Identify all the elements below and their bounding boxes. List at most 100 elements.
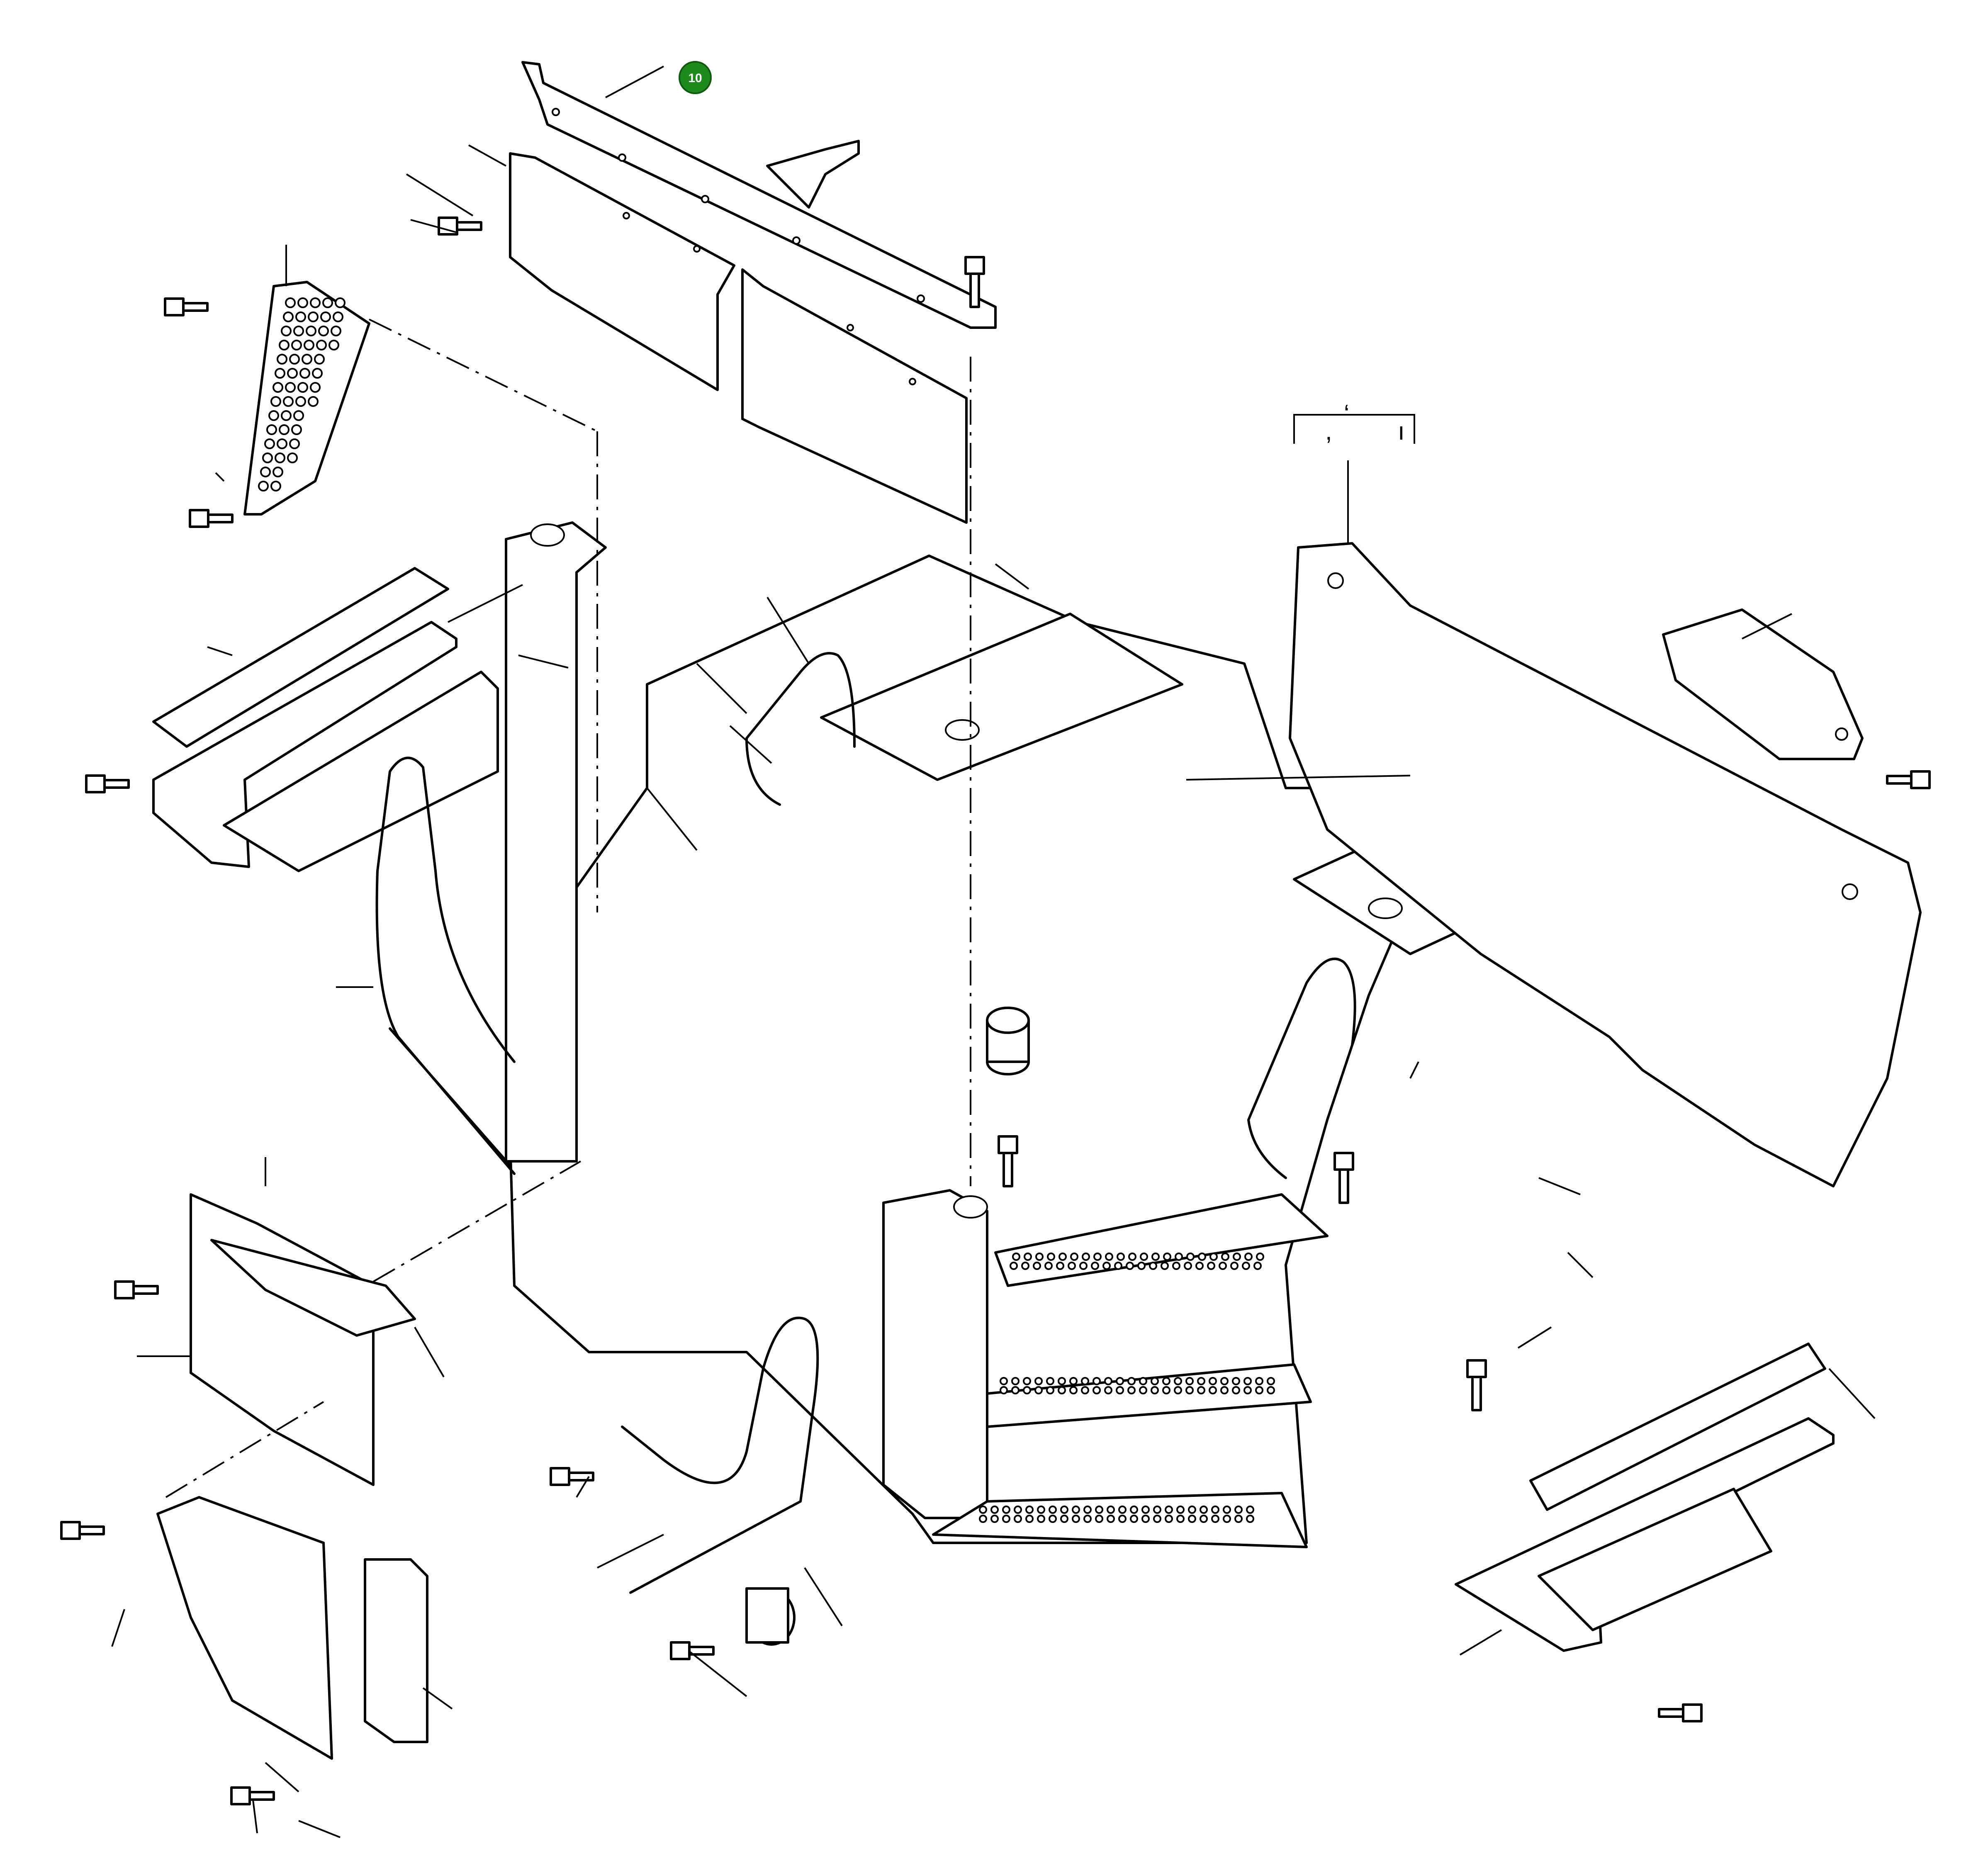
lower-left-bracket-upper: [190, 1193, 416, 1486]
perforation-hole: [1023, 1386, 1031, 1394]
perforation-hole: [308, 311, 319, 322]
perforation-hole: [1037, 1506, 1045, 1514]
perforation-hole: [299, 368, 310, 379]
perforation-hole: [1095, 1506, 1103, 1514]
perforation-hole: [1151, 1386, 1159, 1394]
perforation-hole: [289, 438, 300, 449]
perforation-hole: [1172, 1262, 1180, 1270]
perforation-hole: [264, 438, 275, 449]
perforation-hole: [1175, 1253, 1183, 1261]
perforation-hole: [1137, 1262, 1146, 1270]
perforation-hole: [1025, 1506, 1034, 1514]
perforation-hole: [1223, 1506, 1231, 1514]
phantom-lines: [165, 319, 971, 1498]
perforation-hole: [1091, 1262, 1099, 1270]
perforation-hole: [1174, 1386, 1182, 1394]
bolt: [1333, 1152, 1354, 1204]
perforation-hole: [1242, 1262, 1250, 1270]
bolt-group: [60, 216, 1931, 1805]
perforation-hole: [1114, 1262, 1122, 1270]
bolt: [998, 1135, 1018, 1187]
perforation-hole: [262, 452, 273, 463]
perforation-hole: [318, 326, 329, 336]
perforation-hole: [1049, 1506, 1057, 1514]
perforation-hole: [1093, 1386, 1101, 1394]
perforation-hole: [1044, 1262, 1053, 1270]
bolt: [550, 1467, 594, 1486]
perforation-hole: [275, 452, 285, 463]
perforation-hole: [1034, 1386, 1043, 1394]
perforation-hole: [1011, 1377, 1020, 1385]
perforation-hole: [316, 340, 327, 350]
perforation-hole: [308, 396, 319, 407]
perforated-step-plate: [243, 281, 370, 516]
perforation-hole: [260, 467, 271, 477]
callout-label-10: 10: [688, 71, 702, 85]
perforation-hole: [1046, 1377, 1054, 1385]
callout-badge-10[interactable]: 10: [679, 61, 712, 94]
perforation-hole: [293, 326, 304, 336]
bolt: [438, 216, 482, 236]
perforation-hole: [1128, 1253, 1136, 1261]
handrail-left: [375, 756, 516, 1175]
perforation-hole: [1049, 1515, 1057, 1523]
perforation-hole: [322, 297, 333, 308]
perforation-hole: [1139, 1386, 1147, 1394]
right-side-frame: [1289, 542, 1922, 1187]
perforation-hole: [1058, 1253, 1067, 1261]
perforation-hole: [1198, 1253, 1206, 1261]
perforation-hole: [1256, 1253, 1264, 1261]
perforation-hole: [1060, 1515, 1068, 1523]
perforation-hole: [1197, 1377, 1205, 1385]
rubber-mount-bottom: [745, 1587, 796, 1646]
perforation-hole: [979, 1506, 987, 1514]
perforation-hole: [1165, 1515, 1173, 1523]
perforation-hole: [1033, 1262, 1041, 1270]
perforation-hole: [1232, 1386, 1240, 1394]
bolt: [164, 297, 209, 316]
upper-left-panel: [509, 152, 735, 391]
perforation-hole: [279, 340, 290, 350]
perforation-hole: [1093, 1377, 1101, 1385]
bolt: [230, 1786, 275, 1805]
perforation-hole: [1243, 1386, 1252, 1394]
perforation-hole: [1185, 1386, 1194, 1394]
perforation-hole: [1211, 1515, 1219, 1523]
perforation-hole: [283, 396, 294, 407]
perforation-hole: [1174, 1377, 1182, 1385]
perforation-hole: [1165, 1506, 1173, 1514]
perforation-hole: [1082, 1253, 1090, 1261]
perforation-hole: [1072, 1506, 1080, 1514]
perforation-hole: [277, 438, 287, 449]
perforation-hole: [1243, 1377, 1252, 1385]
perforation-hole: [1163, 1253, 1171, 1261]
assembly-bracket: , ʻ ı: [1293, 401, 1415, 445]
perforation-hole: [1021, 1262, 1029, 1270]
perforation-hole: [1072, 1515, 1080, 1523]
perforation-hole: [1207, 1262, 1215, 1270]
perforation-hole: [1186, 1253, 1195, 1261]
perforation-hole: [277, 354, 287, 365]
perforation-hole: [275, 368, 285, 379]
perforation-hole: [1232, 1377, 1240, 1385]
top-mounting-bar: [521, 61, 997, 329]
perforation-hole: [1162, 1377, 1170, 1385]
perforation-hole: [270, 396, 281, 407]
perforation-hole: [1161, 1262, 1169, 1270]
bolt: [189, 509, 234, 528]
bolt: [85, 774, 130, 793]
bracket-mark-3: ı: [1398, 417, 1405, 445]
perforation-hole: [328, 340, 339, 350]
bolt: [964, 256, 985, 308]
perforation-hole: [273, 382, 283, 393]
perforation-hole: [1267, 1377, 1275, 1385]
perforation-hole: [1141, 1515, 1150, 1523]
perforation-hole: [1176, 1515, 1185, 1523]
perforation-hole: [1024, 1253, 1032, 1261]
perforation-hole: [1255, 1377, 1263, 1385]
rubber-mount-center: [986, 1007, 1030, 1075]
perforation-hole: [1116, 1386, 1124, 1394]
perforation-hole: [258, 481, 269, 491]
perforation-hole: [285, 297, 296, 308]
perforation-hole: [279, 424, 290, 435]
